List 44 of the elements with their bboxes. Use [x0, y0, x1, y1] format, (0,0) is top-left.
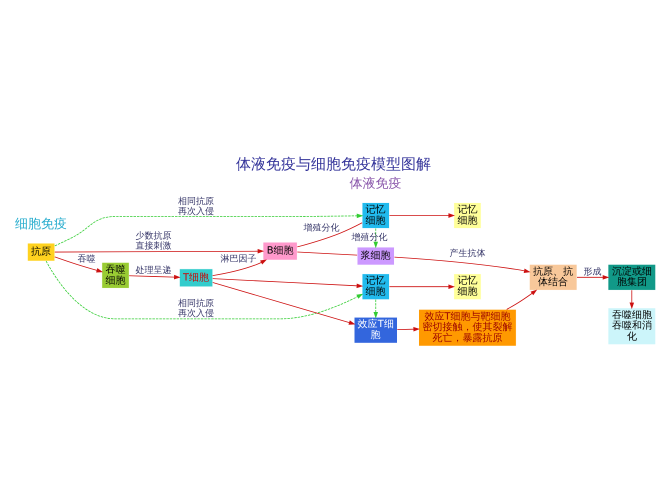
edge-label: 增殖分化 [351, 232, 388, 242]
node-box: 记忆细胞 [362, 202, 390, 228]
edge-label: 淋巴因子 [220, 254, 257, 264]
node-box: 吞噬细胞吞噬和消化 [608, 307, 656, 344]
arrow [128, 274, 181, 279]
arrow [506, 289, 538, 310]
node-box: 浆细胞 [356, 246, 395, 265]
arrow [212, 282, 356, 324]
node-box: 抗原、抗体结合 [529, 264, 578, 290]
diagram-title: 体液免疫与细胞免疫模型图解 [236, 155, 431, 172]
arrow [394, 256, 531, 273]
arrow [212, 258, 267, 276]
node-box: 效应T细胞与靶细胞密切接触，使其裂解死亡，暴露抗原 [418, 308, 516, 346]
node-box: 记忆细胞 [454, 202, 482, 228]
edge-label: 形成 [584, 267, 602, 278]
node-box: B细胞 [262, 241, 298, 260]
label: 细胞免疫 [15, 216, 68, 232]
node-box: 记忆细胞 [362, 273, 390, 300]
edge-label: 吞噬 [77, 254, 96, 264]
connector [296, 251, 358, 255]
arrow [396, 326, 420, 331]
edge-label: 相同抗原再次入侵 [178, 196, 214, 216]
edge-label: 增殖分化 [304, 223, 340, 234]
edge-label: 处理呈递 [136, 266, 172, 276]
edge-label: 少数抗原直接刺激 [136, 230, 172, 251]
edge-label: 相同抗原再次入侵 [178, 298, 214, 319]
arrow [389, 284, 455, 288]
node-box: T细胞 [179, 268, 213, 286]
node-box: 记忆细胞 [454, 273, 482, 300]
arrow [373, 298, 378, 318]
arrow [212, 278, 364, 288]
label: 体液免疫 [350, 176, 402, 191]
node-box: 吞噬细胞 [102, 262, 130, 288]
edge-label: 产生抗体 [449, 248, 486, 258]
arrow [576, 274, 610, 280]
connector [296, 222, 363, 247]
arrow [54, 248, 264, 253]
node-box: 沉淀或细胞集团 [608, 264, 656, 290]
arrow [630, 289, 634, 309]
arrow [54, 256, 103, 272]
arrow [54, 213, 364, 246]
arrow [389, 212, 455, 218]
node-box: 效应T细胞 [354, 316, 398, 343]
node-box: 抗原 [27, 242, 55, 261]
